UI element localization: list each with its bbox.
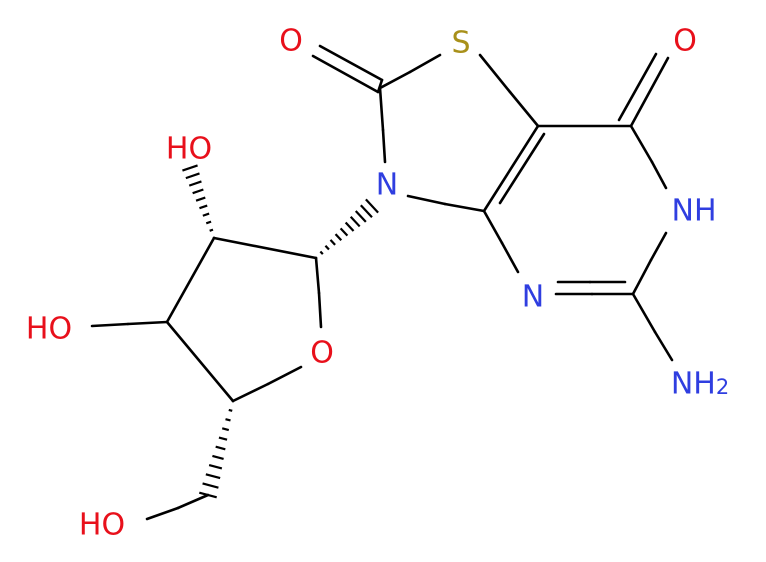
bond-c3-oh-oxygen: [90, 322, 130, 328]
atom-nitrogen-3: N: [376, 168, 398, 203]
bond-c3a-c7a-inner: [498, 132, 546, 205]
stereo-bond-c1-n3: [314, 198, 379, 260]
atom-amino-group: NH2: [671, 367, 729, 402]
atom-nh-ring: NH: [672, 194, 717, 229]
atom-oxygen-carbonyl-pyrimidine: O: [673, 24, 697, 59]
bond-n3-c3a-nitrogen: [406, 194, 447, 206]
stereo-bond-c1-n3-hash: [334, 233, 343, 242]
bond-c5-nh2-nitrogen: [653, 330, 674, 362]
stereo-bond-c1-n3-hash: [344, 221, 355, 232]
bond-c2-o-double-a-oxygen: [311, 54, 380, 94]
stereo-bond-c1-n3-hash: [329, 239, 336, 246]
stereo-bond-c4-c5-hash: [202, 482, 219, 489]
bond-c3-oh-carbon: [126, 320, 169, 326]
bond-c7-o-inner: [617, 52, 658, 122]
bond-n6-c5-carbon: [631, 258, 653, 296]
stereo-bond-c4-c5-hash: [205, 473, 221, 480]
stereo-bond-c4-c5-hash: [218, 436, 228, 441]
bond-c1-o4-carbon: [314, 256, 321, 295]
stereo-bond-c1-n3-hash: [349, 216, 361, 228]
stereo-bond-c4-c5: [199, 399, 235, 499]
atom-hydroxyl-c2: HO: [166, 132, 212, 167]
bond-s-c7a-sulfur: [478, 53, 512, 94]
atom-hydroxyl-c3: HO: [26, 312, 72, 347]
bond-c3a-c7a-outer: [482, 124, 540, 213]
stereo-bond-c4-c5-hash: [208, 464, 223, 470]
stereo-bond-c1-n3-hash: [339, 227, 349, 237]
bond-s-c7a-carbon: [508, 90, 540, 128]
stereo-bond-c2-oh-hash: [205, 220, 212, 225]
bond-lines: [90, 44, 674, 521]
stereo-bond-c2-oh-hash: [185, 172, 200, 180]
stereo-bond-c1-n3-hash: [324, 244, 330, 251]
stereo-bond-c1-n3-hash: [360, 204, 373, 218]
bond-c7-o-outer: [629, 56, 670, 128]
atom-sulfur: S: [451, 26, 470, 61]
stereo-bond-c2-oh-hash: [202, 212, 210, 217]
stereo-bond-c2-oh-hash: [195, 196, 206, 202]
stereo-bond-c2-oh-hash: [212, 236, 216, 240]
stereo-bond-c2-oh-hash: [199, 204, 208, 210]
stereo-bond-c2-oh-hash: [209, 228, 214, 232]
bond-c1-o4-oxygen: [317, 291, 323, 329]
bond-c7-n6-nitrogen: [650, 160, 668, 190]
stereo-bond-c1-n3-hash: [354, 210, 367, 223]
stereo-bond-c1-n3-hash: [319, 250, 324, 255]
bond-o4-c4-oxygen: [266, 365, 303, 386]
stereo-bond-c2-oh-hash: [192, 188, 204, 195]
bond-c2-s-sulfur: [408, 53, 442, 74]
bond-o4-c4-carbon: [231, 382, 270, 403]
bond-c5-nh2-carbon: [631, 292, 657, 334]
bond-c2-o-join: [376, 78, 384, 94]
stereo-bond-c2-oh-hash: [188, 180, 202, 187]
stereo-bond-c4-c5-hash: [231, 399, 235, 403]
bond-c3-c2: [165, 236, 216, 324]
stereo-bond-c4-c5-hash: [221, 427, 230, 432]
atom-oxygen-carbonyl-thiazole: O: [279, 24, 303, 59]
atom-amino-label: NH: [671, 367, 716, 402]
bond-c5-oh-oxygen: [145, 506, 180, 521]
stereo-bond-c4-c5-hash: [212, 454, 224, 460]
bond-n3-c3a-carbon: [443, 202, 486, 213]
stereo-bond-c4-c5-hash: [225, 418, 231, 422]
bond-c2-n3-carbon: [378, 86, 385, 132]
bond-c2-c1: [212, 236, 318, 260]
bond-c2-n3-nitrogen: [381, 128, 387, 164]
stereo-bond-c1-n3-hash: [314, 256, 318, 260]
stereo-bond-c1-n3-hash: [365, 198, 379, 214]
bond-c5-oh-carbon: [176, 493, 210, 510]
atom-oxygen-furanose: O: [310, 336, 334, 371]
bond-c2-s-carbon: [378, 70, 412, 90]
stereo-bond-c4-c5-hash: [228, 408, 233, 412]
atom-amino-subscript: 2: [716, 375, 729, 399]
stereo-hash-bonds: [182, 164, 379, 499]
stereo-bond-c4-c5-hash: [199, 491, 217, 499]
bond-n4-c3a-nitrogen: [500, 241, 520, 274]
atom-nitrogen-4: N: [522, 280, 544, 315]
stereo-bond-c2-oh: [182, 164, 216, 240]
stereo-bond-c2-oh-hash: [182, 164, 198, 172]
bond-c7-n6-carbon: [629, 124, 654, 164]
bond-c2-o-double-b-oxygen: [318, 44, 384, 82]
stereo-bond-c4-c5-hash: [215, 445, 226, 451]
bond-c4-c3: [165, 320, 235, 403]
bond-n4-c3a-carbon: [482, 209, 504, 245]
atom-hydroxyl-c5: HO: [79, 508, 125, 543]
bond-n6-c5-nitrogen: [649, 231, 668, 262]
